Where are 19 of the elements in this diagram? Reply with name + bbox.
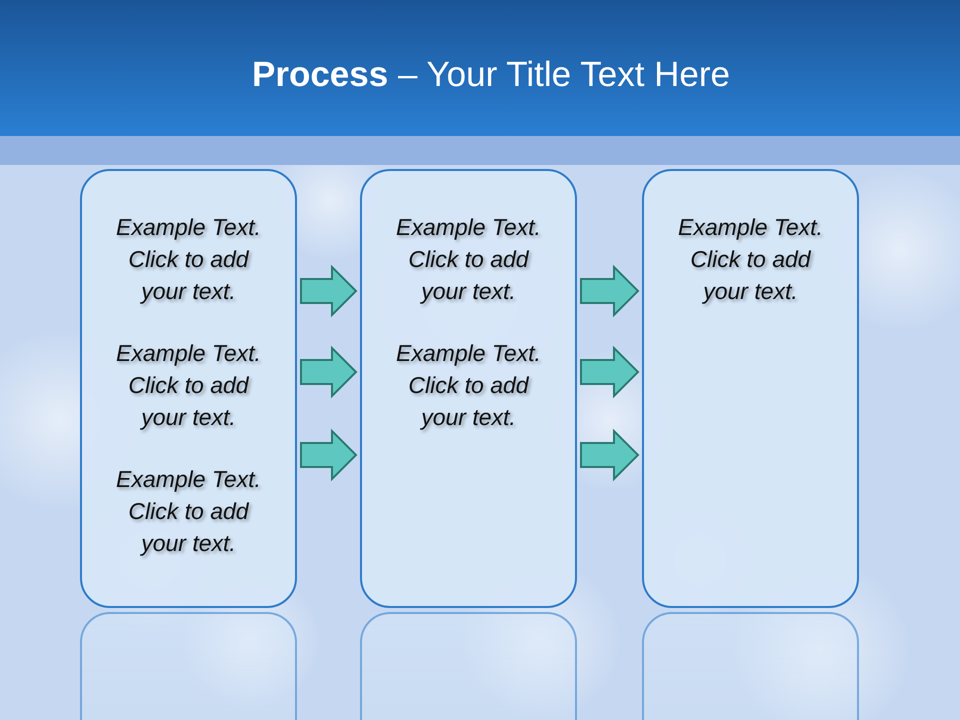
process-box xyxy=(642,169,859,608)
box-reflection xyxy=(360,612,577,720)
block-arrow xyxy=(300,428,357,482)
example-text: Example Text. Click to add your text. xyxy=(395,213,542,306)
example-text: Example Text. Click to add your text. xyxy=(115,339,262,432)
process-box xyxy=(80,169,297,608)
process-box xyxy=(360,169,577,608)
block-arrow xyxy=(580,264,639,318)
example-text: Example Text. Click to add your text. xyxy=(677,213,824,306)
block-arrow xyxy=(580,428,639,482)
example-text: Example Text. Click to add your text. xyxy=(115,213,262,306)
block-arrow xyxy=(300,346,357,398)
block-arrow xyxy=(580,346,639,398)
box-reflection xyxy=(642,612,859,720)
box-reflection xyxy=(80,612,297,720)
example-text: Example Text. Click to add your text. xyxy=(395,339,542,432)
example-text: Example Text. Click to add your text. xyxy=(115,465,262,558)
block-arrow xyxy=(300,264,357,318)
slide-title: Process – Your Title Text Here xyxy=(252,54,730,96)
